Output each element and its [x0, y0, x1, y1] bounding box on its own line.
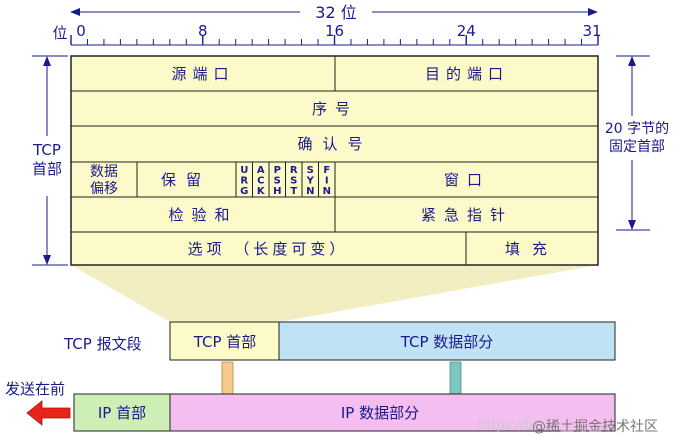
segment-tcp-data-box: [278, 321, 616, 361]
ruler-title-arrowhead-left: [70, 8, 80, 16]
field-options: 选项 （长度可变）: [188, 240, 349, 258]
ruler-tick-label: 24: [457, 22, 476, 40]
ip-header-box: [73, 393, 171, 432]
field-window: 窗口: [444, 171, 490, 189]
field-urgent-pointer: 紧急指针: [421, 206, 513, 224]
side-label-header: 首部: [32, 160, 62, 178]
right-bracket-arrowhead-up: [628, 56, 636, 66]
ruler-tick-label: 8: [198, 22, 208, 40]
field-source-port: 源端口: [171, 65, 234, 83]
left-bracket-arrowhead-down: [43, 255, 51, 265]
field-data-offset-line2: 偏移: [90, 181, 118, 197]
field-data-offset-line1: 数据: [90, 164, 118, 180]
ruler-title: 32 位: [315, 3, 356, 22]
field-checksum: 检验和: [168, 206, 237, 224]
side-label-fixed-header: 固定首部: [609, 139, 665, 155]
watermark-url: https://bl: [478, 418, 537, 433]
right-bracket-arrowhead-down: [628, 220, 636, 230]
left-bracket-arrowhead-up: [43, 56, 51, 66]
ruler-tick-label: 0: [76, 22, 86, 40]
ruler-bit-label: 位: [52, 24, 67, 42]
credit-watermark: @稀土掘金技术社区: [532, 419, 658, 435]
field-reserved: 保留: [161, 171, 211, 189]
ip-header-label: IP 首部: [98, 404, 146, 422]
ip-data-box: [169, 393, 616, 432]
tcp-segment-label: TCP 报文段: [64, 335, 142, 353]
ip-data-label: IP 数据部分: [341, 404, 419, 422]
segment-tcp-data-label: TCP 数据部分: [400, 333, 494, 351]
ruler-tick-label: 16: [325, 22, 344, 40]
side-label-20-bytes: 20 字节的: [605, 121, 669, 137]
projection-shape: [71, 265, 598, 322]
field-destination-port: 目的端口: [425, 65, 509, 83]
segment-tcp-header-box: [169, 321, 280, 361]
ruler-title-arrowhead-right: [588, 8, 598, 16]
ruler-tick-label: 31: [582, 22, 601, 40]
field-sequence-number: 序号: [312, 100, 358, 118]
segment-tcp-header-label: TCP 首部: [193, 333, 257, 351]
send-first-arrow: [26, 400, 71, 426]
field-padding: 填充: [505, 240, 559, 258]
field-ack-number: 确认号: [297, 135, 372, 153]
send-first-label: 发送在前: [5, 380, 66, 398]
side-label-tcp: TCP: [32, 141, 61, 159]
